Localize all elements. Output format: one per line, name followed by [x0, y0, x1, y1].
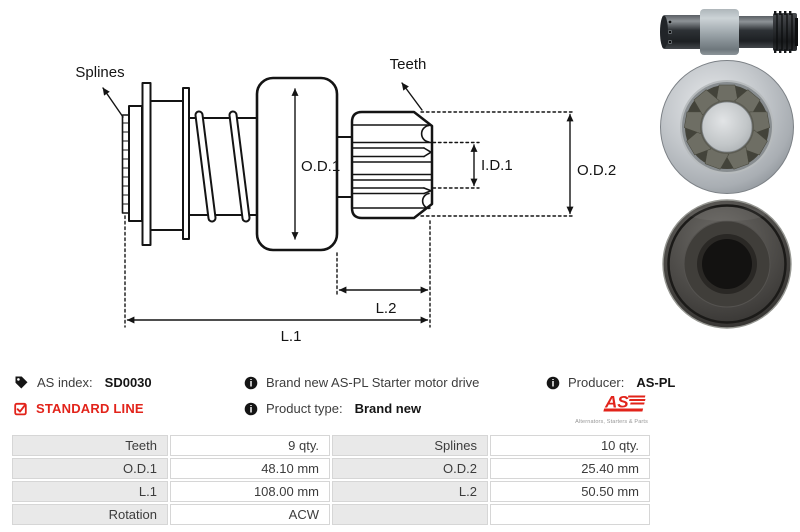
spec-cell-value: 9 qty. — [170, 435, 330, 456]
photo-drive-side-view — [660, 9, 798, 55]
spec-cell-label: L.1 — [12, 481, 168, 502]
spec-cell-value: 10 qty. — [490, 435, 650, 456]
description-text: Brand new AS-PL Starter motor drive — [266, 375, 480, 390]
spec-row: L.1 108.00 mm L.2 50.50 mm — [12, 481, 650, 502]
diagram-label-id1: I.D.1 — [481, 157, 513, 174]
svg-text:i: i — [552, 378, 555, 389]
drawing-pinion — [350, 110, 434, 220]
l1-dimension — [124, 215, 429, 328]
spec-cell-value: 48.10 mm — [170, 458, 330, 479]
diagram-label-teeth: Teeth — [390, 56, 427, 73]
as-pl-logo-mark: AS — [603, 393, 646, 412]
spec-row: Rotation ACW — [12, 504, 650, 525]
spec-cell-value — [490, 504, 650, 525]
standard-line-label: STANDARD LINE — [36, 401, 144, 416]
spec-cell-label: Teeth — [12, 435, 168, 456]
spec-row: O.D.1 48.10 mm O.D.2 25.40 mm — [12, 458, 650, 479]
spec-row: Teeth 9 qty. Splines 10 qty. — [12, 435, 650, 456]
photo-drive-rear-view — [662, 199, 792, 329]
spec-cell-label: L.2 — [332, 481, 488, 502]
as-pl-logo-tagline: Alternators, Starters & Parts — [575, 419, 648, 425]
drawing-spring — [188, 110, 258, 223]
teeth-leader-arrow — [401, 82, 423, 111]
spec-cell-value: 50.50 mm — [490, 481, 650, 502]
standard-line-badge: STANDARD LINE — [14, 401, 144, 416]
splines-leader-arrow — [102, 87, 124, 118]
tag-icon — [15, 376, 28, 389]
id1-dimension — [432, 141, 480, 189]
spec-cell-value: ACW — [170, 504, 330, 525]
spec-cell-value: 25.40 mm — [490, 458, 650, 479]
as-index-line: AS index: SD0030 — [14, 375, 152, 390]
spec-cell-label: O.D.2 — [332, 458, 488, 479]
diagram-label-l2: L.2 — [376, 300, 397, 317]
info-icon: i — [244, 376, 258, 389]
spec-table: Teeth 9 qty. Splines 10 qty. O.D.1 48.10… — [10, 433, 652, 527]
as-index-label: AS index: — [37, 375, 93, 390]
description-line: i Brand new AS-PL Starter motor drive — [244, 375, 479, 390]
spec-cell-label: Rotation — [12, 504, 168, 525]
checkbox-checked-icon — [14, 402, 27, 415]
info-icon: i — [244, 402, 258, 415]
product-photos — [660, 9, 798, 329]
svg-text:AS: AS — [604, 393, 629, 412]
od2-dimension — [420, 111, 576, 217]
diagram-label-splines: Splines — [75, 64, 124, 81]
as-index-value: SD0030 — [104, 375, 152, 390]
diagram-label-od1: O.D.1 — [301, 158, 340, 175]
l2-dimension — [336, 220, 431, 328]
drawing-splined-end — [121, 105, 143, 222]
diagram-label-od2: O.D.2 — [577, 162, 616, 179]
svg-text:i: i — [250, 404, 253, 415]
drawing-shaft — [336, 136, 353, 198]
technical-drawing: Splines Teeth O.D.1 I.D.1 O.D.2 L.2 L.1 — [75, 56, 616, 345]
product-type-label: Product type: — [266, 401, 343, 416]
spec-cell-value: 108.00 mm — [170, 481, 330, 502]
spec-cell-label: Splines — [332, 435, 488, 456]
diagram-label-l1: L.1 — [281, 328, 302, 345]
spec-cell-label: O.D.1 — [12, 458, 168, 479]
product-type-line: i Product type: Brand new — [244, 401, 421, 416]
producer-label: Producer: — [568, 375, 625, 390]
spec-cell-label — [332, 504, 488, 525]
producer-line: i Producer: AS-PL — [546, 375, 675, 390]
svg-text:i: i — [250, 378, 253, 389]
producer-value: AS-PL — [636, 375, 676, 390]
photo-drive-front-view — [660, 60, 794, 194]
as-pl-logo: AS Alternators, Starters & Parts — [555, 393, 648, 426]
drawing-body — [141, 82, 190, 246]
info-icon: i — [546, 376, 560, 389]
product-type-value: Brand new — [354, 401, 422, 416]
